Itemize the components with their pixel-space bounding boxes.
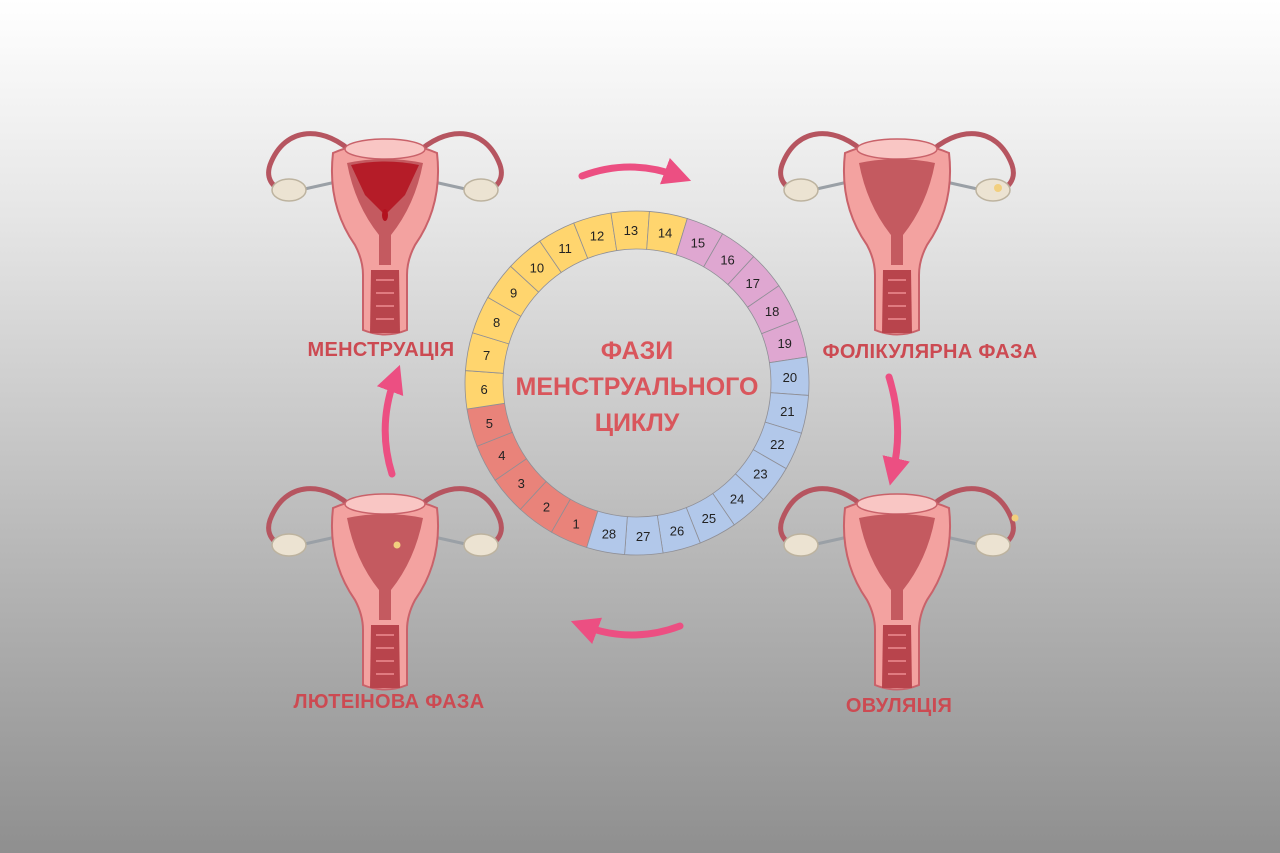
day-number-28: 28 [602,526,616,541]
day-number-9: 9 [510,285,517,300]
day-number-3: 3 [518,476,525,491]
label-follicular: ФОЛІКУЛЯРНА ФАЗА [822,341,1038,363]
day-number-17: 17 [745,276,759,291]
day-number-16: 16 [720,253,734,268]
uterus-luteal [269,489,502,690]
uterus-menstruation [269,134,502,335]
day-number-27: 27 [636,529,650,544]
uterus-follicular [781,134,1014,335]
day-number-2: 2 [543,499,550,514]
arrow-right [882,373,910,486]
label-ovulation: ОВУЛЯЦІЯ [845,695,953,717]
day-number-1: 1 [573,516,580,531]
title-line: ФАЗИ [600,337,674,365]
day-number-19: 19 [777,336,791,351]
arrow-left [376,364,404,478]
day-number-5: 5 [486,416,493,431]
day-number-8: 8 [493,315,500,330]
day-number-18: 18 [765,304,779,319]
day-number-6: 6 [481,382,488,397]
day-number-21: 21 [780,404,794,419]
uterus-ovulation [781,489,1019,690]
arrow-top [578,157,692,185]
day-number-15: 15 [691,236,705,251]
day-number-20: 20 [783,370,797,385]
label-luteal: ЛЮТЕІНОВА ФАЗА [293,691,485,713]
day-number-12: 12 [590,228,604,243]
day-number-4: 4 [498,448,505,463]
title-line: ЦИКЛУ [594,409,680,437]
cycle-arrows [376,157,910,645]
day-segment-28 [586,510,628,555]
day-number-13: 13 [624,223,638,238]
day-number-25: 25 [702,511,716,526]
day-number-14: 14 [658,226,672,241]
title-line: МЕНСТРУАЛЬНОГО [515,373,759,401]
diagram-title: ФАЗИ МЕНСТРУАЛЬНОГО ЦИКЛУ [516,333,759,441]
arrow-bottom [570,617,684,645]
day-number-7: 7 [483,348,490,363]
day-number-11: 11 [558,241,572,256]
day-number-24: 24 [730,492,744,507]
day-number-10: 10 [530,260,544,275]
day-number-23: 23 [753,467,767,482]
label-menstruation: МЕНСТРУАЦІЯ [307,339,455,361]
day-number-26: 26 [670,524,684,539]
day-number-22: 22 [770,437,784,452]
